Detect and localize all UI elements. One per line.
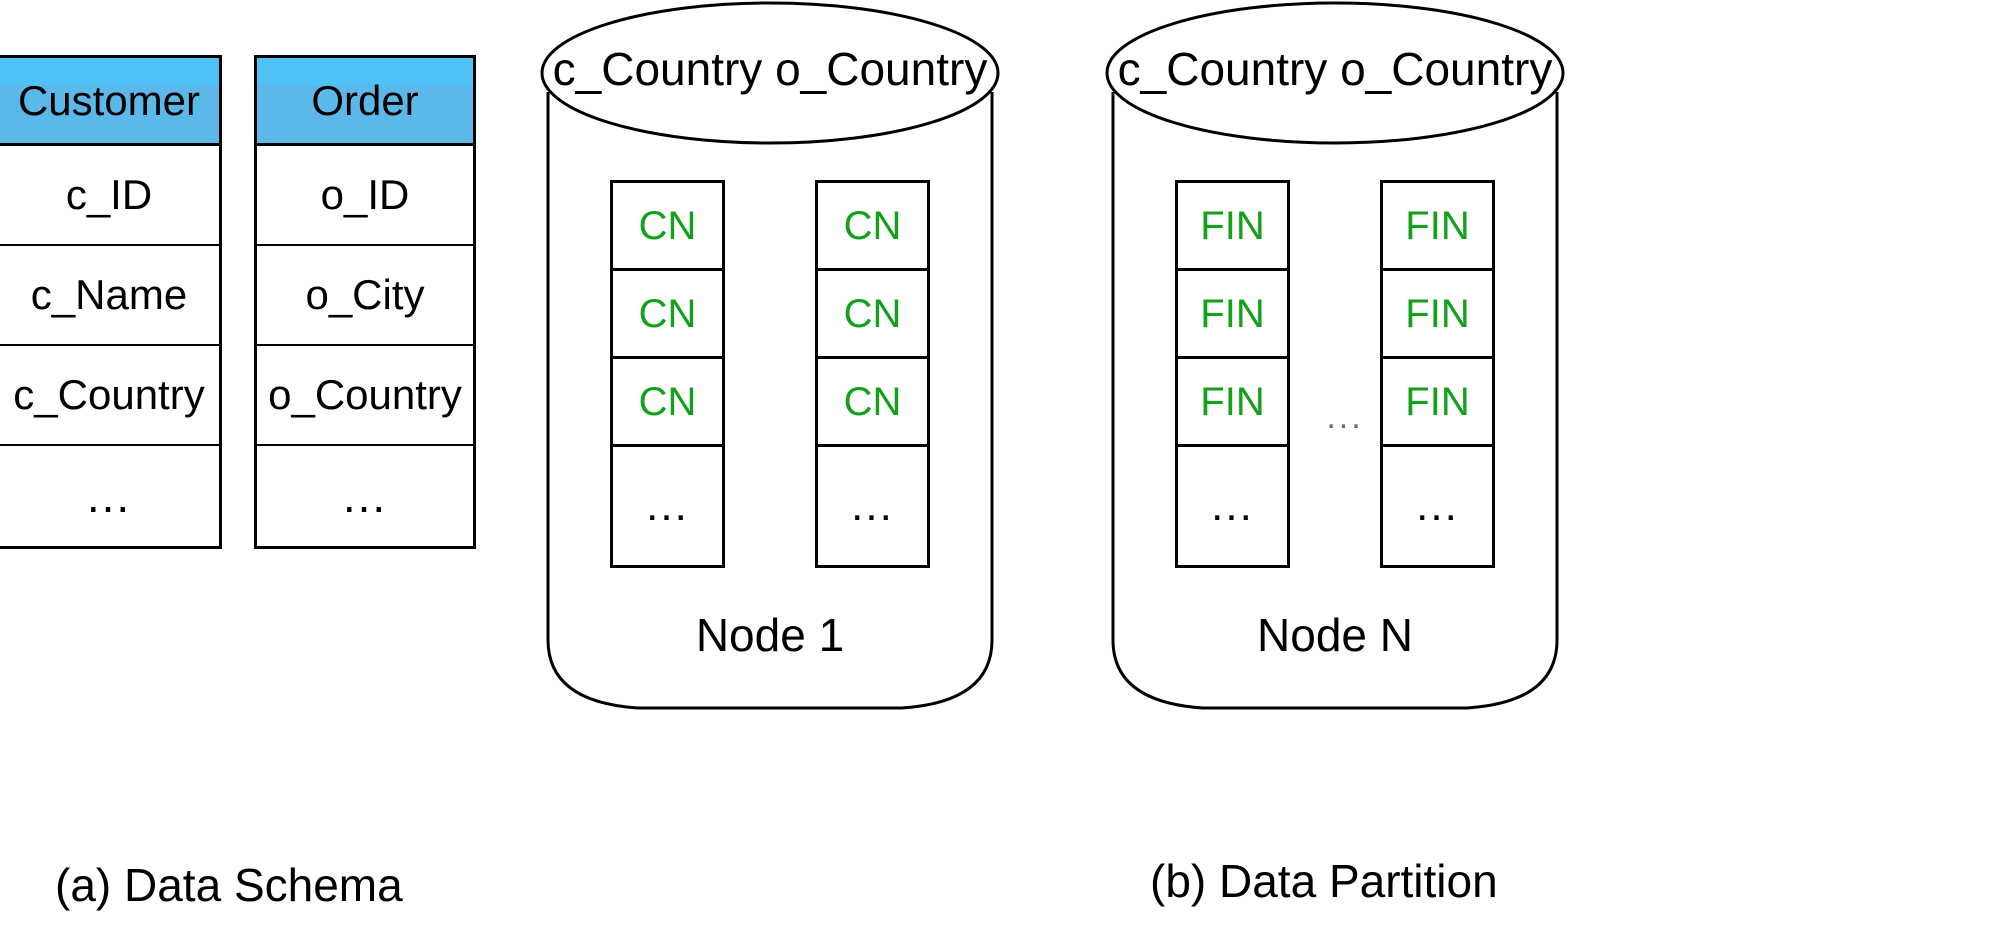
schema-field-o-country: o_Country bbox=[257, 346, 473, 446]
node-n-caption: Node N bbox=[1257, 609, 1413, 661]
schema-field-c-country: c_Country bbox=[0, 346, 219, 446]
cylinder-top-label-node-n: c_Country o_Country bbox=[1117, 43, 1553, 95]
partition-value-cell-ellipsis: ... bbox=[1416, 481, 1459, 530]
cylinder-top-label-node-1: c_Country o_Country bbox=[552, 43, 988, 95]
schema-table-customer-header: Customer bbox=[0, 58, 219, 146]
partition-nodes-ellipsis: ... bbox=[1326, 398, 1364, 436]
partition-value-cell-ellipsis: ... bbox=[851, 481, 894, 530]
schema-field-o-city: o_City bbox=[257, 246, 473, 346]
schema-field-o-id: o_ID bbox=[257, 146, 473, 246]
schema-table-order-header: Order bbox=[257, 58, 473, 146]
schema-table-customer: Customer c_ID c_Name c_Country ... bbox=[0, 55, 222, 549]
partition-node-1-column-o-country: CN CN CN ... bbox=[815, 180, 930, 568]
partition-value-cell: FIN bbox=[1178, 271, 1287, 359]
schema-table-customer-title: Customer bbox=[17, 76, 201, 124]
cylinder-shape-node-1 bbox=[540, 1, 1000, 710]
schema-table-order: Order o_ID o_City o_Country ... bbox=[254, 55, 476, 549]
schema-field-customer-ellipsis: ... bbox=[86, 470, 132, 522]
partition-node-n-column-c-country: FIN FIN FIN ... bbox=[1175, 180, 1290, 568]
partition-value-cell: CN bbox=[613, 183, 722, 271]
schema-field-order-ellipsis: ... bbox=[342, 470, 388, 522]
node-1-caption: Node 1 bbox=[695, 609, 845, 661]
partition-value-cell: FIN bbox=[1178, 183, 1287, 271]
partition-node-1: c_Country o_Country CN CN CN ... CN CN C… bbox=[540, 0, 1000, 715]
partition-value-cell: CN bbox=[613, 271, 722, 359]
partition-value-cell: CN bbox=[818, 183, 927, 271]
partition-value-cell: CN bbox=[613, 359, 722, 447]
partition-value-cell: FIN bbox=[1383, 359, 1492, 447]
partition-node-n-column-o-country: FIN FIN FIN ... bbox=[1380, 180, 1495, 568]
partition-value-cell: CN bbox=[818, 359, 927, 447]
figure-caption-a: (a) Data Schema bbox=[55, 859, 403, 911]
schema-field-c-id: c_ID bbox=[0, 146, 219, 246]
partition-node-1-column-c-country: CN CN CN ... bbox=[610, 180, 725, 568]
partition-value-cell-ellipsis: ... bbox=[646, 481, 689, 530]
cylinder-shape-node-n bbox=[1105, 1, 1565, 710]
figure-caption-b: (b) Data Partition bbox=[1150, 855, 1498, 907]
partition-value-cell: FIN bbox=[1383, 271, 1492, 359]
partition-value-cell: FIN bbox=[1383, 183, 1492, 271]
partition-node-n: c_Country o_Country FIN FIN FIN ... FIN … bbox=[1105, 0, 1565, 715]
schema-table-order-title: Order bbox=[311, 76, 419, 124]
partition-value-cell: CN bbox=[818, 271, 927, 359]
schema-field-c-name: c_Name bbox=[0, 246, 219, 346]
partition-value-cell: FIN bbox=[1178, 359, 1287, 447]
partition-value-cell-ellipsis: ... bbox=[1211, 481, 1254, 530]
